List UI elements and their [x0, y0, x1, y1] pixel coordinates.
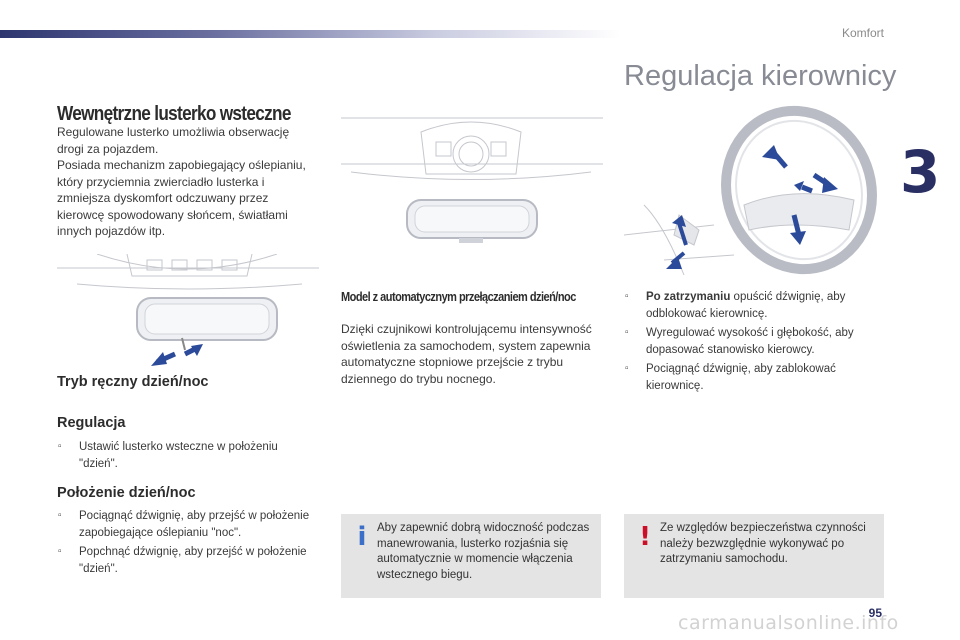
info-icon: i	[357, 522, 367, 552]
mirror-intro: Regulowane lusterko umożliwia obserwację…	[57, 124, 319, 240]
daynight-list: ▫Pociągnąć dźwignię, aby przejść w położ…	[57, 508, 319, 580]
mirror-manual-illustration	[57, 254, 319, 366]
section-label: Komfort	[841, 26, 884, 40]
warning-text: Ze względów bezpieczeństwa czynności nal…	[660, 522, 866, 565]
checkbox-bullet-icon: ▫	[58, 546, 62, 557]
list-item: ▫Ustawić lusterko wsteczne w położeniu "…	[58, 441, 278, 470]
page-number: 95	[868, 606, 882, 620]
checkbox-bullet-icon: ▫	[58, 510, 62, 521]
adjust-arrows-icon	[666, 145, 838, 269]
info-box: i Aby zapewnić dobrą widoczność podczas …	[341, 514, 601, 598]
steering-wheel-illustration	[624, 105, 877, 276]
auto-mode-text: Dzięki czujnikowi kontrolującemu intensy…	[341, 322, 592, 386]
adjust-heading: Regulacja	[57, 415, 126, 431]
list-item: ▫Pociągnąć dźwignię, aby zablokować kier…	[625, 363, 836, 392]
manual-mode-heading: Tryb ręczny dzień/noc	[57, 374, 209, 390]
steering-list: ▫Po zatrzymaniu opuścić dźwignię, aby od…	[624, 289, 886, 397]
warning-box: ! Ze względów bezpieczeństwa czynności n…	[624, 514, 884, 598]
mirror-intro-text: Regulowane lusterko umożliwia obserwację…	[57, 125, 306, 238]
checkbox-bullet-icon: ▫	[625, 291, 629, 302]
list-item: ▫Po zatrzymaniu opuścić dźwignię, aby od…	[625, 291, 846, 320]
warning-icon: !	[639, 522, 651, 552]
checkbox-bullet-icon: ▫	[58, 441, 62, 452]
page-title: Regulacja kierownicy	[624, 60, 897, 92]
checkbox-bullet-icon: ▫	[625, 363, 629, 374]
list-item: ▫Wyregulować wysokość i głębokość, aby d…	[625, 327, 854, 356]
list-item: ▫Pociągnąć dźwignię, aby przejść w położ…	[58, 510, 310, 539]
daynight-heading: Położenie dzień/noc	[57, 485, 196, 501]
chapter-number: 3	[900, 138, 940, 206]
checkbox-bullet-icon: ▫	[625, 327, 629, 338]
mirror-auto-illustration	[341, 117, 603, 243]
mirror-heading: Wewnętrzne lusterko wsteczne	[57, 103, 291, 125]
header-gradient-bar	[0, 30, 620, 38]
adjust-list: ▫Ustawić lusterko wsteczne w położeniu "…	[57, 439, 319, 475]
list-item: ▫Popchnąć dźwignię, aby przejść w położe…	[58, 546, 307, 575]
lever-arrow-icon	[151, 337, 203, 366]
info-text: Aby zapewnić dobrą widoczność podczas ma…	[377, 522, 590, 581]
watermark: carmanualsonline.info	[678, 612, 899, 634]
auto-mode-heading: Model z automatycznym przełączaniem dzie…	[341, 290, 576, 304]
